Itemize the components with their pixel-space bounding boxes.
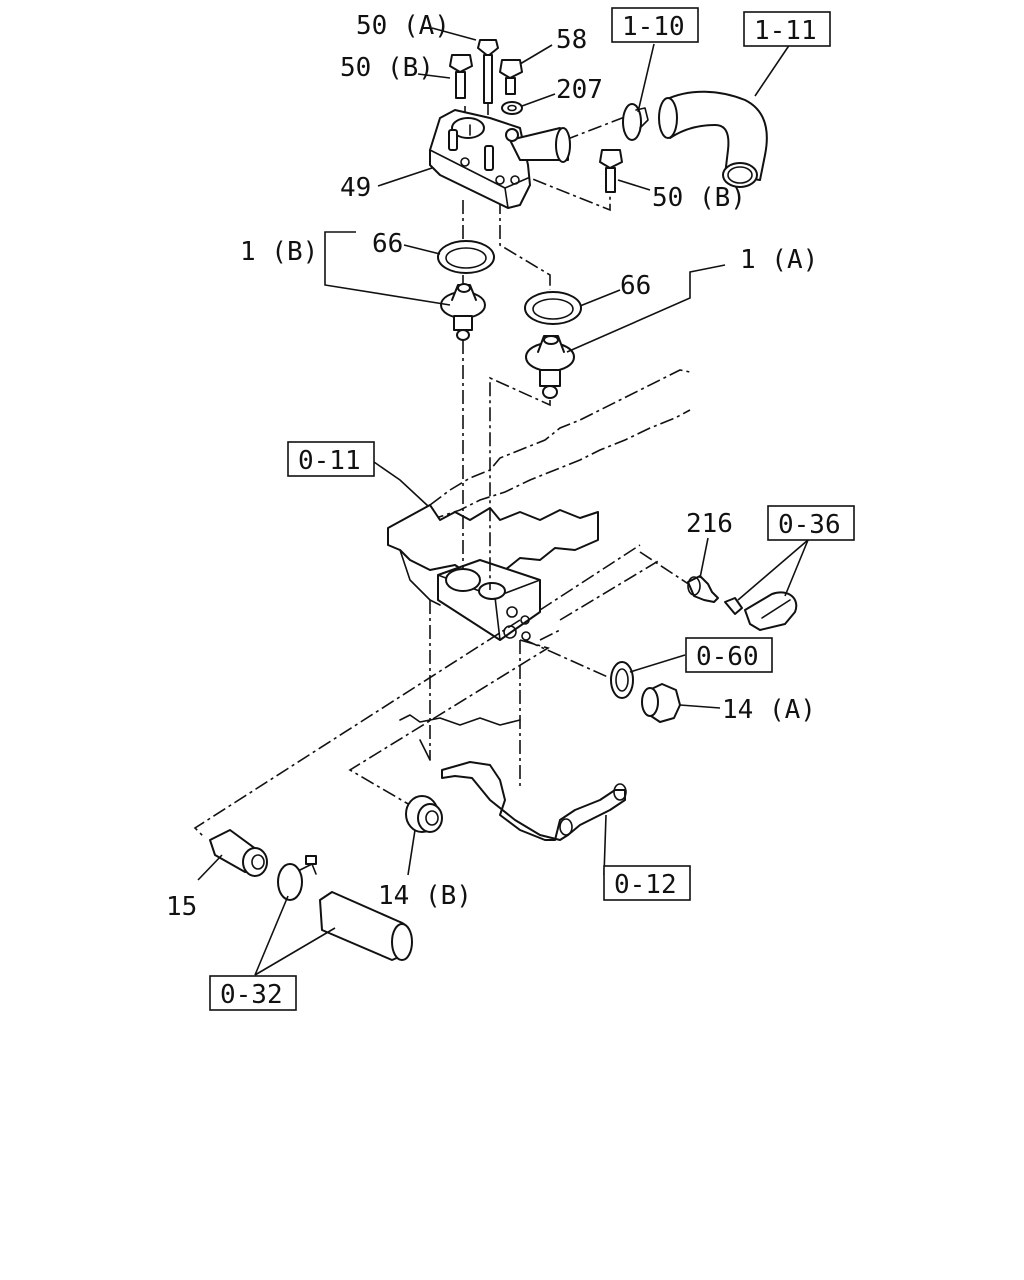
label-66-right: 66 xyxy=(620,271,651,301)
thermostat-housing xyxy=(429,109,571,209)
ref-0-32: 0-32 xyxy=(209,975,297,1011)
label-14a: 14 (A) xyxy=(722,695,816,725)
assembly-lines xyxy=(193,98,691,839)
label-14b: 14 (B) xyxy=(378,881,472,911)
plug-14a xyxy=(641,683,681,723)
bolt-58 xyxy=(499,59,523,95)
bolt-50b-right xyxy=(599,149,623,193)
ref-0-60: 0-60 xyxy=(685,637,773,673)
hose-0-36 xyxy=(724,591,798,631)
thermostat-1b xyxy=(440,283,486,341)
label-50b-left: 50 (B) xyxy=(340,53,434,83)
cylinder-block xyxy=(387,369,691,841)
label-15: 15 xyxy=(166,892,197,922)
pipe-15 xyxy=(209,829,268,877)
hose-clamp-0-32 xyxy=(277,855,317,901)
bolt-50a xyxy=(477,39,499,104)
label-207: 207 xyxy=(556,75,603,105)
washer-207 xyxy=(501,101,523,115)
ref-0-11-text: 0-11 xyxy=(298,446,361,476)
label-50a-top: 50 (A) xyxy=(356,11,450,41)
ref-1-11-text: 1-11 xyxy=(754,16,817,46)
label-50b-right: 50 (B) xyxy=(652,183,746,213)
fitting-216 xyxy=(687,575,719,603)
ref-0-11: 0-11 xyxy=(287,441,375,477)
gasket-66-left xyxy=(437,240,495,274)
hose-0-32 xyxy=(319,891,413,961)
label-1a: 1 (A) xyxy=(740,245,818,275)
label-216: 216 xyxy=(686,509,733,539)
ref-0-32-text: 0-32 xyxy=(220,980,283,1010)
ref-0-12-text: 0-12 xyxy=(614,870,677,900)
gasket-66-right xyxy=(524,291,582,325)
washer-0-60 xyxy=(610,661,634,699)
ref-1-10: 1-10 xyxy=(611,7,699,43)
ref-0-60-text: 0-60 xyxy=(696,642,759,672)
label-58: 58 xyxy=(556,25,587,55)
ref-0-12: 0-12 xyxy=(603,865,691,901)
radiator-hose-1-11 xyxy=(658,90,768,188)
label-49: 49 xyxy=(340,173,371,203)
ref-1-10-text: 1-10 xyxy=(622,12,685,42)
thermostat-1a xyxy=(525,335,575,399)
leader-lines xyxy=(197,27,809,976)
ref-0-36: 0-36 xyxy=(767,505,855,541)
label-1b: 1 (B) xyxy=(240,237,318,267)
ref-1-11: 1-11 xyxy=(743,11,831,47)
label-66-left: 66 xyxy=(372,229,403,259)
plug-14b xyxy=(405,795,443,833)
bolt-50b-left xyxy=(449,54,473,99)
hose-clamp-1-10 xyxy=(622,103,649,141)
ref-0-36-text: 0-36 xyxy=(778,510,841,540)
